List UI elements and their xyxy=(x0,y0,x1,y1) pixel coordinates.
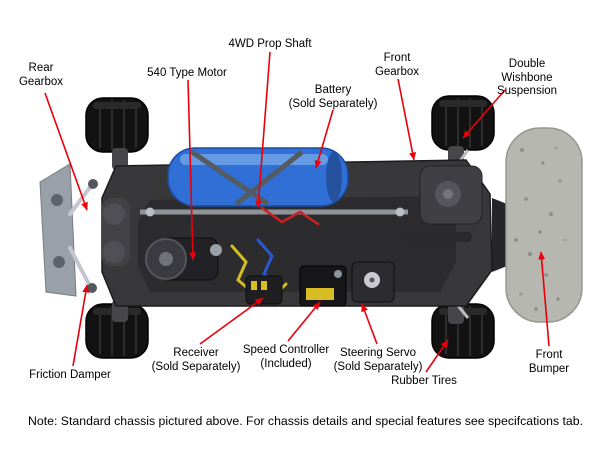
label-front-gearbox: Front Gearbox xyxy=(374,52,420,78)
label-rubber-tires: Rubber Tires xyxy=(391,375,457,387)
leader-battery xyxy=(314,109,334,169)
leader-motor xyxy=(187,79,197,261)
leader-prop-shaft xyxy=(255,51,271,209)
label-speed-controller: Speed Controller (Included) xyxy=(242,344,330,370)
motor-part xyxy=(145,237,222,281)
label-front-bumper: Front Bumper xyxy=(528,349,570,375)
leader-front-bumper xyxy=(538,251,550,347)
leader-speed-controller xyxy=(287,301,321,342)
leader-receiver xyxy=(199,297,264,345)
label-prop-shaft: 4WD Prop Shaft xyxy=(228,38,312,50)
note-text: Note: Standard chassis pictured above. F… xyxy=(28,414,584,428)
label-receiver: Receiver (Sold Separately) xyxy=(151,347,241,373)
leader-suspension xyxy=(462,89,506,139)
battery-part xyxy=(167,147,349,207)
leader-front-gearbox xyxy=(397,78,416,161)
leader-steering-servo xyxy=(361,303,378,345)
label-friction-damper: Friction Damper xyxy=(29,369,111,381)
leader-rubber-tires xyxy=(425,339,449,373)
receiver-part xyxy=(245,275,283,305)
label-motor: 540 Type Motor xyxy=(147,67,227,79)
label-rear-gearbox: Rear Gearbox xyxy=(18,62,64,88)
leader-friction-damper xyxy=(72,284,90,367)
label-steering-servo: Steering Servo (Sold Separately) xyxy=(333,347,423,373)
steering-servo-part xyxy=(351,261,395,303)
speed-controller-part xyxy=(299,265,347,307)
label-battery: Battery (Sold Separately) xyxy=(288,84,378,110)
rear-suspension-part xyxy=(39,163,98,297)
foam-bumper-part xyxy=(492,127,583,323)
label-suspension: Double Wishbone Suspension xyxy=(496,58,558,98)
leader-rear-gearbox xyxy=(44,92,88,211)
prop-shaft-part xyxy=(140,207,408,217)
